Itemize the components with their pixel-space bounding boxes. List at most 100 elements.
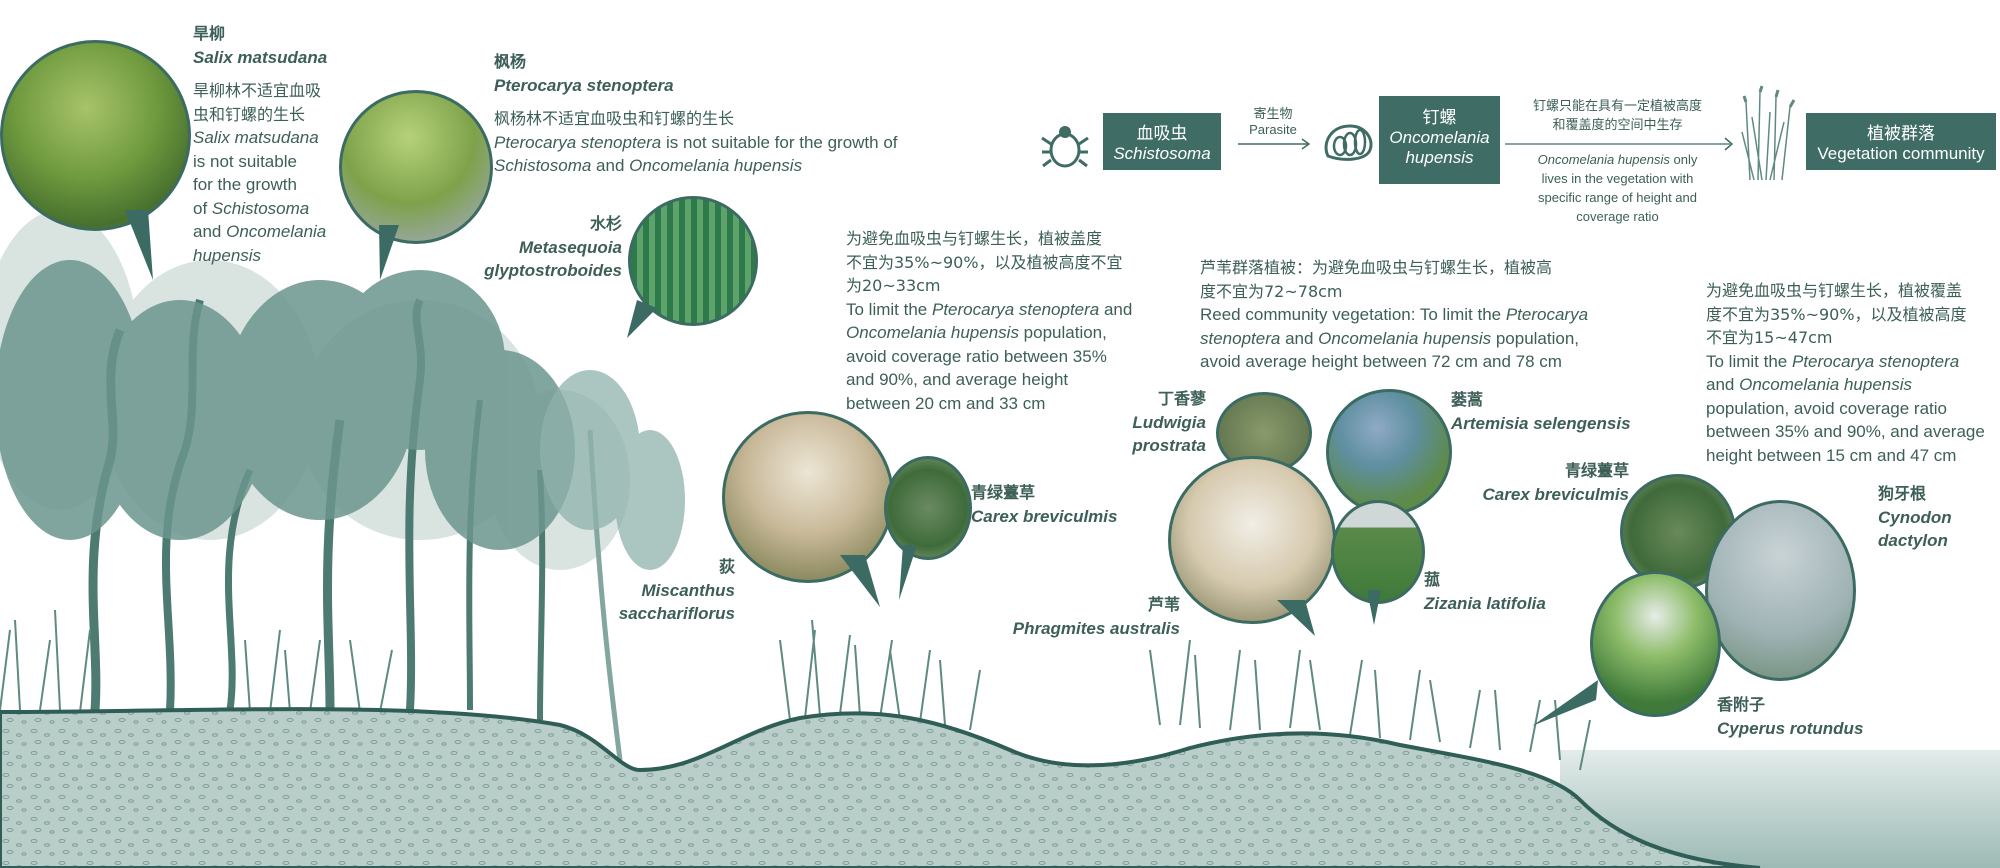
phragmites-latin: Phragmites australis (1012, 618, 1180, 638)
zone2-reed: Reed community vegetation: To limit the (1200, 305, 1506, 324)
phragmites-label: 芦苇 Phragmites australis (960, 593, 1180, 640)
zone3-to-limit: To limit the (1706, 351, 1792, 371)
zizania-cn: 菰 (1424, 570, 1441, 589)
pterocarya-desc-latin: Pterocarya stenoptera (494, 132, 662, 152)
salix-latin: Salix matsudana (193, 47, 328, 67)
metasequoia-latin-2: glyptostroboides (484, 261, 622, 280)
miscanthus-cn: 荻 (718, 557, 735, 576)
miscanthus-label: 荻 Miscanthus sacchariflorus (575, 555, 735, 626)
zone1-and: and (1099, 299, 1133, 319)
chevron-right-icon (1724, 137, 1734, 151)
zone1-en-2: and 90%, and average height (846, 370, 1069, 389)
carex2-cn: 青绿薹草 (1564, 461, 1629, 480)
salix-desc-en-1: is not suitable (193, 151, 297, 171)
zone1-text: 为避免血吸虫与钉螺生长，植被盖度 不宜为35%~90%，以及植被高度不宜 为20… (846, 227, 1166, 415)
miscanthus-photo (722, 411, 894, 583)
metasequoia-label: 水杉 Metasequoia glyptostroboides (440, 212, 622, 283)
zone2-sp2: Oncomelania hupensis (1318, 328, 1492, 348)
carex1-cn: 青绿薹草 (971, 483, 1036, 502)
schistosoma-box: 血吸虫 Schistosoma (1103, 113, 1221, 170)
note-en-1: lives in the vegetation with (1541, 171, 1694, 186)
zone3-cn-2: 度不宜为35%~90%，以及植被高度 (1706, 304, 1967, 324)
salix-hupensis: hupensis (193, 245, 262, 265)
salix-of: of (193, 198, 212, 218)
tick-icon (1040, 118, 1090, 174)
zone3-text: 为避免血吸虫与钉螺生长，植被覆盖 度不宜为35%~90%，以及植被高度 不宜为1… (1706, 279, 1996, 467)
grass-clumps (0, 609, 1591, 771)
arrow-right-icon-2 (1505, 143, 1730, 145)
pterocarya-oncomelania: Oncomelania hupensis (629, 156, 803, 175)
ludwigia-latin-1: Ludwigia (1132, 412, 1206, 432)
zone1-pop: population, (1018, 323, 1107, 342)
ludwigia-latin-2: prostrata (1132, 436, 1206, 455)
salix-desc-cn-2: 虫和钉螺的生长 (193, 104, 306, 124)
oncomelania-latin-1: Oncomelania (1389, 128, 1490, 147)
zone2-cn-1: 芦苇群落植被：为避免血吸虫与钉螺生长，植被高 (1200, 258, 1553, 277)
note-en-2: specific range of height and (1538, 190, 1697, 205)
snail-icon (1320, 120, 1376, 164)
callout-pointer (1367, 590, 1381, 625)
schistosoma-cn: 血吸虫 (1136, 124, 1188, 144)
callout-pointer (379, 225, 399, 280)
zone2-sp1a: Pterocarya (1505, 305, 1589, 324)
phragmites-photo (1168, 456, 1336, 624)
zone3-cn-1: 为避免血吸虫与钉螺生长，植被覆盖 (1706, 281, 1963, 300)
note-en-tail: only (1669, 152, 1698, 167)
arrow-right-icon (1238, 138, 1311, 150)
metasequoia-latin-1: Metasequoia (519, 237, 622, 257)
note-cn-1: 钉螺只能在具有一定植被高度 (1532, 99, 1702, 114)
pterocarya-cn: 枫杨 (494, 52, 527, 71)
vegetation-box: 植被群落 Vegetation community (1806, 113, 1996, 170)
zone3-cn-3: 不宜为15~47cm (1706, 328, 1833, 347)
zone1-cn-2: 不宜为35%~90%，以及植被高度不宜 (846, 252, 1123, 272)
callout-pointer (840, 555, 880, 607)
oncomelania-latin-2: hupensis (1405, 148, 1474, 167)
callout-pointer (125, 210, 153, 280)
zizania-latin: Zizania latifolia (1424, 593, 1546, 613)
note-en-3: coverage ratio (1576, 209, 1659, 224)
note-en-italic: Oncomelania hupensis (1537, 152, 1670, 167)
zone2-en: avoid average height between 72 cm and 7… (1200, 352, 1562, 371)
artemisia-photo (1326, 389, 1452, 515)
cynodon-latin-2: dactylon (1878, 531, 1948, 550)
pterocarya-and: and (591, 156, 630, 175)
zone1-sp2: Oncomelania hupensis (846, 323, 1019, 342)
oncomelania-box: 钉螺 Oncomelania hupensis (1379, 96, 1500, 184)
ground-mound (0, 707, 1761, 868)
miscanthus-latin-2: sacchariflorus (618, 604, 735, 623)
parasite-cn: 寄生物 (1253, 107, 1293, 122)
metasequoia-photo (628, 196, 758, 326)
zone3-sp2: Oncomelania hupensis (1739, 375, 1913, 394)
zone2-cn-2: 度不宜为72~78cm (1200, 281, 1343, 301)
parasite-label: 寄生物 Parasite (1240, 103, 1306, 137)
salix-schisto: Schistosoma (211, 198, 310, 218)
metasequoia-cn: 水杉 (589, 214, 622, 233)
cynodon-cn: 狗牙根 (1878, 484, 1927, 503)
oncomelania-cn: 钉螺 (1422, 108, 1457, 128)
carex-photo-1 (884, 456, 972, 560)
zone1-cn-3: 为20~33cm (846, 276, 941, 295)
cyperus-cn: 香附子 (1717, 695, 1766, 714)
pterocarya-desc-cn: 枫杨林不适宜血吸虫和钉螺的生长 (494, 109, 735, 128)
cyperus-latin: Cyperus rotundus (1717, 718, 1864, 738)
zone3-en-2: between 35% and 90%, and average (1706, 422, 1985, 441)
miscanthus-latin-1: Miscanthus (641, 580, 735, 600)
zone3-en-3: height between 15 cm and 47 cm (1706, 445, 1957, 465)
salix-label: 旱柳 Salix matsudana 旱柳林不适宜血吸 虫和钉螺的生长 Sali… (193, 22, 353, 267)
zone3-and: and (1706, 375, 1740, 394)
pterocarya-schisto: Schistosoma (494, 156, 592, 175)
phragmites-cn: 芦苇 (1147, 595, 1180, 614)
reeds-icon (1740, 82, 1800, 182)
artemisia-label: 蒌蒿 Artemisia selengensis (1451, 388, 1671, 435)
habitat-note: 钉螺只能在具有一定植被高度 和覆盖度的空间中生存 (1510, 97, 1725, 135)
cynodon-latin-1: Cynodon (1878, 507, 1952, 527)
habitat-note-en: Oncomelania hupensis only lives in the v… (1510, 150, 1725, 226)
salix-desc-en-2: for the growth (193, 175, 297, 194)
cynodon-label: 狗牙根 Cynodon dactylon (1878, 482, 1988, 553)
zone2-text: 芦苇群落植被：为避免血吸虫与钉螺生长，植被高 度不宜为72~78cm Reed … (1200, 256, 1620, 374)
pterocarya-photo (339, 90, 493, 244)
carex1-latin: Carex breviculmis (971, 506, 1118, 526)
zone2-and: and (1280, 328, 1319, 348)
callout-pointer (627, 300, 657, 338)
ludwigia-cn: 丁香蓼 (1157, 389, 1206, 408)
